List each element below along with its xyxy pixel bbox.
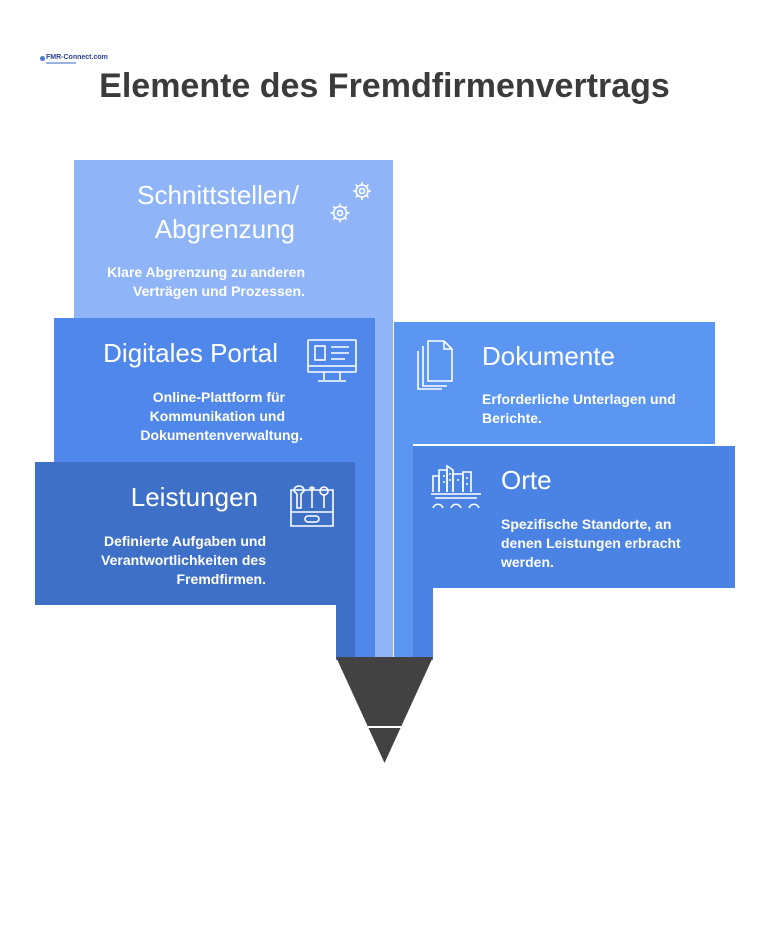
city-icon — [429, 462, 483, 512]
toolbox-icon — [287, 480, 337, 530]
panel-digitales-portal-desc-line2: Kommunikation und — [149, 408, 285, 424]
gears-icon — [326, 177, 378, 229]
stem-digitales-portal — [355, 440, 375, 660]
panel-dokumente-desc-line1: Erforderliche Unterlagen und — [482, 391, 676, 407]
stem-dokumente — [394, 420, 413, 660]
logo-underline — [46, 62, 76, 64]
panel-orte-desc-line2: denen Leistungen erbracht — [501, 535, 681, 551]
stem-leistungen — [336, 600, 355, 660]
panel-schnittstellen: Schnittstellen/ Abgrenzung Klare Abgrenz… — [74, 160, 393, 322]
logo-mark — [40, 56, 45, 61]
panel-leistungen-desc-line1: Definierte Aufgaben und — [103, 533, 266, 549]
panel-digitales-portal-desc-line1: Online-Plattform für — [152, 389, 285, 405]
panel-schnittstellen-title-line2: Abgrenzung — [154, 214, 295, 244]
panel-digitales-portal: Digitales Portal Online-Plattform für Ko… — [54, 318, 375, 462]
panel-leistungen: Leistungen Definierte Aufgaben und Veran… — [35, 462, 355, 605]
documents-icon — [414, 339, 458, 391]
stem-orte — [413, 580, 433, 660]
page-title: Elemente des Fremdfirmenvertrags — [99, 67, 670, 105]
pointer-tip-shape — [336, 657, 433, 763]
panel-dokumente: Dokumente Erforderliche Unterlagen und B… — [394, 322, 715, 444]
panel-orte-desc-line3: werden. — [501, 554, 554, 570]
panel-digitales-portal-desc-line3: Dokumentenverwaltung. — [140, 427, 303, 443]
panel-orte-desc-line1: Spezifische Standorte, an — [501, 516, 672, 532]
logo-text: FMR-Connect.com — [46, 54, 108, 61]
panel-dokumente-title: Dokumente — [482, 341, 615, 371]
panel-leistungen-title: Leistungen — [130, 482, 258, 512]
stem-schnittstellen — [375, 300, 393, 660]
company-logo: FMR-Connect.com — [40, 54, 108, 66]
pointer-tip — [336, 657, 433, 763]
panel-digitales-portal-title: Digitales Portal — [103, 338, 278, 368]
panel-leistungen-desc-line3: Fremdfirmen. — [176, 571, 266, 587]
monitor-icon — [306, 338, 358, 384]
panel-schnittstellen-desc-line1: Klare Abgrenzung zu anderen — [107, 264, 305, 280]
panel-schnittstellen-title-line1: Schnittstellen/ — [137, 180, 299, 210]
panel-leistungen-desc-line2: Verantwortlichkeiten des — [101, 552, 266, 568]
panel-orte-title: Orte — [501, 465, 552, 495]
panel-orte: Orte Spezifische Standorte, an denen Lei… — [413, 446, 735, 588]
panel-schnittstellen-desc-line2: Verträgen und Prozessen. — [133, 283, 305, 299]
panel-dokumente-desc-line2: Berichte. — [482, 410, 542, 426]
